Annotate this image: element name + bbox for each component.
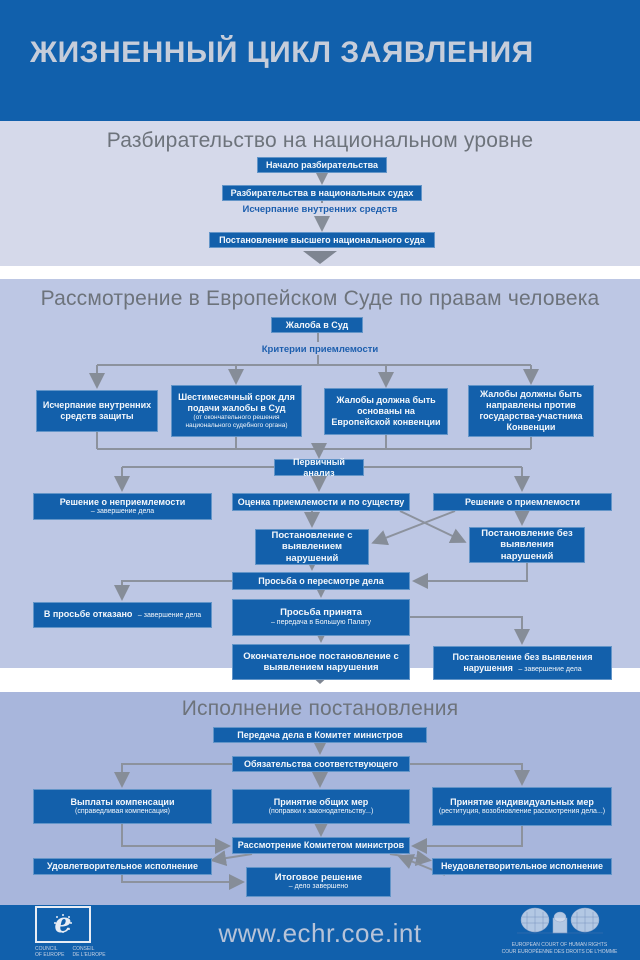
node-start-proceedings: Начало разбирательства xyxy=(257,157,387,173)
section-echr-heading: Рассмотрение в Европейском Суде по права… xyxy=(40,287,600,310)
coe-e-icon: e xyxy=(54,907,72,939)
echr-building-icon xyxy=(516,907,603,934)
node-primary-analysis: Первичный анализ xyxy=(274,457,364,478)
node-supreme-court-judgment: Постановление высшего национального суда xyxy=(209,232,435,248)
node-merits-assessment: Оценка приемлемости и по существу xyxy=(232,493,410,511)
node-review-denied: В просьбе отказано – завершение дела xyxy=(33,602,212,628)
node-final-judgment-violation: Окончательное постановление с выявлением… xyxy=(232,644,410,680)
node-criterion-six-months: Шестимесячный срок для подачи жалобы в С… xyxy=(171,385,302,437)
section-execution-heading: Исполнение постановления xyxy=(181,697,459,720)
coe-stars-icon xyxy=(54,914,72,933)
node-individual-measures: Принятие индивидуальных мер (реституция,… xyxy=(432,787,612,826)
label-domestic-remedies: Исчерпание внутренних средств xyxy=(242,204,398,215)
node-inadmissibility-decision: Решение о неприемлемости – завершение де… xyxy=(33,493,212,520)
page-title: ЖИЗНЕННЫЙ ЦИКЛ ЗАЯВЛЕНИЯ xyxy=(30,36,534,69)
node-committee-examination: Рассмотрение Комитетом министров xyxy=(232,837,410,854)
website-url: www.echr.coe.int xyxy=(218,918,422,948)
node-criterion-exhaustion: Исчерпание внутренних средств защиты xyxy=(36,390,158,432)
node-admissibility-decision: Решение о приемлемости xyxy=(433,493,612,511)
section-national-heading: Разбирательство на национальном уровне xyxy=(106,129,534,152)
label-admissibility-criteria: Критерии приемлемости xyxy=(261,344,379,355)
node-compensation: Выплаты компенсации (справедливая компен… xyxy=(33,789,212,824)
council-of-europe-logo: e COUNCIL CONSEIL OF EUROPE DE L'EUROPE xyxy=(35,906,106,958)
node-judgment-no-violation: Постановление без выявления нарушений xyxy=(469,527,585,563)
node-final-resolution: Итоговое решение – дело завершено xyxy=(246,867,391,897)
node-unsatisfactory-execution: Неудовлетворительное исполнение xyxy=(432,858,612,875)
node-satisfactory-execution: Удовлетворительное исполнение xyxy=(33,858,212,875)
header-band xyxy=(0,0,640,121)
node-review-granted: Просьба принята – передача в Большую Пал… xyxy=(232,599,410,636)
node-criterion-against-state: Жалобы должны быть направлены против гос… xyxy=(468,385,594,437)
node-judgment-violation: Постановление с выявлением нарушений xyxy=(255,529,369,565)
node-review-request: Просьба о пересмотре дела xyxy=(232,572,410,590)
node-national-courts: Разбирательства в национальных судах xyxy=(222,185,422,201)
node-criterion-convention-based: Жалобы должна быть основаны на Европейск… xyxy=(324,388,448,435)
node-application-to-court: Жалоба в Суд xyxy=(271,317,363,333)
node-general-measures: Принятие общих мер (поправки к законодат… xyxy=(232,789,410,824)
echr-building-logo: EUROPEAN COURT OF HUMAN RIGHTS COUR EURO… xyxy=(497,906,622,955)
node-no-violation-case-closed: Постановление без выявления нарушения – … xyxy=(433,646,612,680)
node-transfer-committee: Передача дела в Комитет министров xyxy=(213,727,427,743)
node-state-obligations: Обязательства соответствующего xyxy=(232,756,410,772)
